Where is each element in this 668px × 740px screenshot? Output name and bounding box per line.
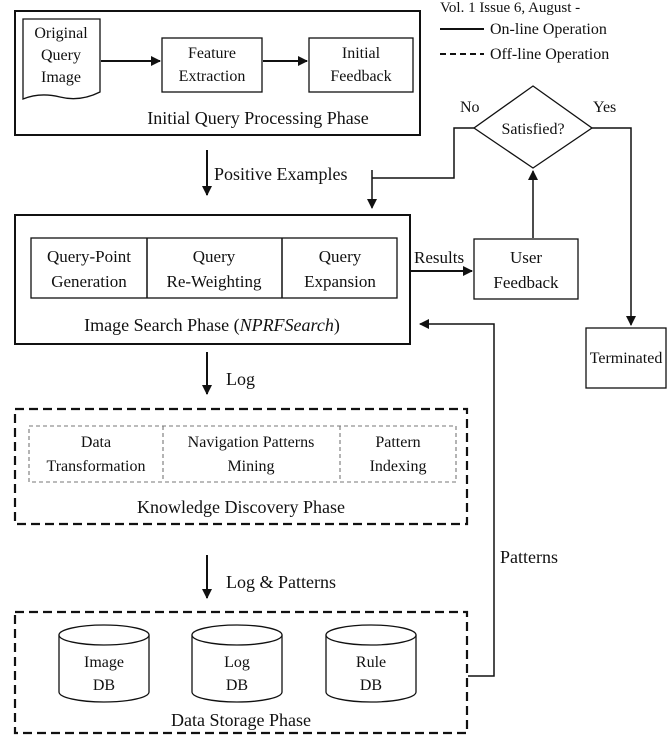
satisfied-label: Satisfied?	[501, 121, 564, 138]
npm-line-2: Mining	[227, 458, 274, 475]
pi-line-1: Pattern	[375, 434, 420, 451]
image-search-phase: Query-Point Generation Query Re-Weightin…	[14, 214, 411, 345]
log-db-body	[191, 635, 283, 703]
data-storage-phase-title: Data Storage Phase	[171, 710, 311, 730]
doc-line-1: Original	[34, 25, 88, 42]
image-search-phase-title: Image Search Phase (NPRFSearch)	[84, 315, 340, 336]
legend-online-label: On-line Operation	[490, 21, 607, 38]
positive-examples-label: Positive Examples	[214, 164, 348, 184]
legend-offline-label: Off-line Operation	[490, 46, 609, 63]
search-title-suffix: )	[334, 315, 340, 336]
pi-line-2: Indexing	[370, 458, 427, 475]
log-patterns-label: Log & Patterns	[226, 572, 336, 592]
user-feedback-line-1: User	[510, 248, 542, 267]
image-db-top	[58, 624, 150, 646]
decision-no-label: No	[460, 99, 480, 116]
qe-line-1: Query	[319, 247, 362, 266]
yes-branch-path	[592, 127, 636, 326]
image-db-icon	[58, 624, 150, 703]
initial-query-phase: Original Query Image Feature Extraction …	[14, 10, 421, 136]
qpg-line-1: Query-Point	[47, 247, 131, 266]
knowledge-phase-title: Knowledge Discovery Phase	[137, 497, 345, 517]
rule-db-line-2: DB	[360, 677, 382, 694]
doc-line-2: Query	[41, 47, 81, 64]
qrw-line-1: Query	[193, 247, 236, 266]
data-storage-phase-frame	[13, 610, 469, 735]
feature-line-1: Feature	[188, 45, 236, 62]
log-db-top	[191, 624, 283, 646]
initial-feedback-box	[308, 37, 414, 93]
search-title-prefix: Image Search Phase (	[84, 315, 239, 336]
doc-line-3: Image	[41, 69, 81, 86]
original-query-image-doc	[22, 18, 101, 100]
log-label: Log	[226, 369, 255, 389]
dt-line-2: Transformation	[47, 458, 146, 475]
npm-line-1: Navigation Patterns	[188, 434, 315, 451]
user-feedback-box	[473, 238, 579, 300]
legend: On-line Operation Off-line Operation	[440, 21, 609, 63]
feature-extraction-box	[161, 37, 263, 93]
rule-db-top	[325, 624, 417, 646]
user-feedback-line-2: Feedback	[493, 273, 559, 292]
image-db-body	[58, 635, 150, 703]
initial-feedback-line-1: Initial	[342, 45, 381, 62]
patterns-label: Patterns	[500, 547, 558, 567]
search-title-italic: NPRFSearch	[239, 315, 334, 335]
qrw-line-2: Re-Weighting	[167, 272, 262, 291]
log-db-icon	[191, 624, 283, 703]
journal-header: Vol. 1 Issue 6, August -	[440, 0, 580, 16]
qpg-line-2: Generation	[51, 272, 127, 291]
qe-line-2: Expansion	[304, 272, 376, 291]
knowledge-modules-box	[28, 425, 457, 483]
dt-line-1: Data	[81, 434, 111, 451]
data-storage-phase: Image DB Log DB Rule DB Data Storage Pha…	[13, 610, 469, 735]
rule-db-line-1: Rule	[356, 654, 386, 671]
feature-line-2: Extraction	[179, 68, 246, 85]
initial-query-phase-title: Initial Query Processing Phase	[147, 108, 368, 128]
terminated-box	[585, 327, 667, 389]
image-db-line-2: DB	[93, 677, 115, 694]
rule-db-icon	[325, 624, 417, 703]
decision-yes-label: Yes	[593, 99, 616, 116]
satisfied-diamond	[472, 85, 594, 169]
knowledge-discovery-phase: Data Transformation Navigation Patterns …	[13, 407, 469, 526]
log-db-line-2: DB	[226, 677, 248, 694]
no-branch-path	[372, 127, 474, 179]
image-db-line-1: Image	[84, 654, 124, 671]
knowledge-phase-frame	[13, 407, 469, 526]
patterns-path	[419, 319, 495, 677]
initial-feedback-line-2: Feedback	[330, 68, 391, 85]
results-label: Results	[414, 248, 464, 267]
query-modules-box	[30, 237, 398, 299]
log-db-line-1: Log	[224, 654, 250, 671]
satisfied-decision: Satisfied? No Yes	[460, 85, 616, 169]
terminated-label: Terminated	[590, 350, 663, 367]
rule-db-body	[325, 635, 417, 703]
